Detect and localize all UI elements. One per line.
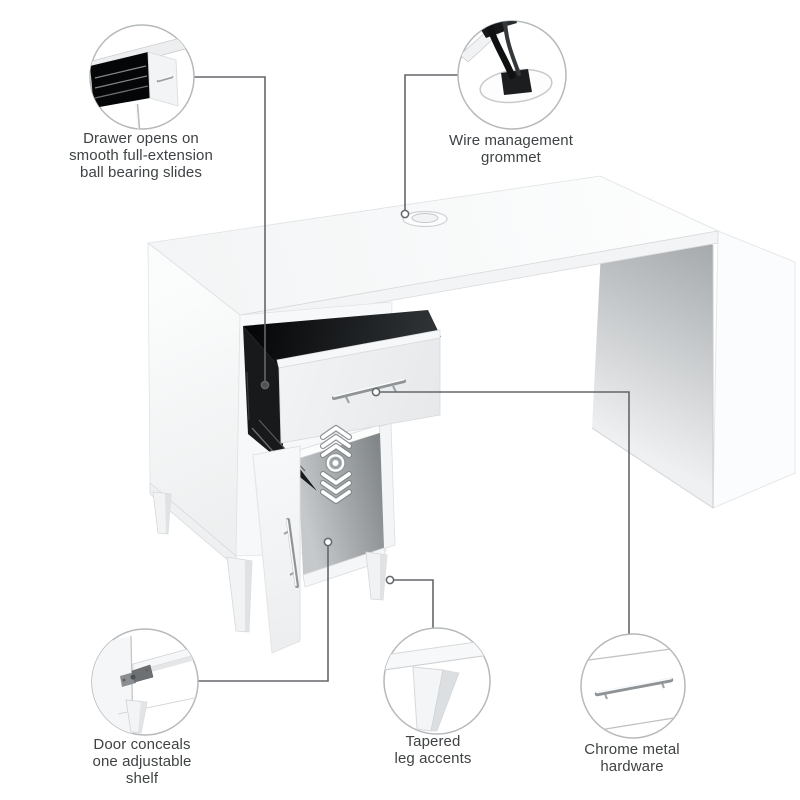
label-line: shelf: [125, 770, 159, 787]
wire-grommet: [402, 210, 448, 228]
tapered-leg-inset-icon: [384, 639, 490, 732]
adjustable-shelf-arrows-icon: [319, 424, 353, 505]
cabinet-door: [252, 445, 301, 654]
label-line: smooth full-extension: [69, 147, 213, 164]
connector-line-door-shelf: [198, 546, 329, 682]
label-line: Drawer opens on: [83, 130, 199, 147]
connector-line-tapered-legs: [394, 579, 434, 628]
callout-label-drawer-slides: Drawer opens on smooth full-extension ba…: [69, 130, 213, 181]
wire-grommet-inset-icon: [459, 21, 553, 104]
label-line: Door conceals: [93, 736, 191, 753]
tapered-leg-front: [226, 556, 253, 633]
connector-line-wire-grommet: [404, 74, 458, 210]
callout-label-tapered-legs: Tapered leg accents: [395, 733, 472, 767]
tapered-leg-cabinet-right: [365, 551, 388, 601]
right-side-panel: [591, 192, 796, 509]
label-line: hardware: [600, 758, 664, 775]
connector-marker-chrome-hardware: [371, 387, 381, 397]
connector-marker-tapered-legs: [385, 575, 395, 585]
label-line: Chrome metal: [584, 741, 680, 758]
callout-circle-drawer-slides: [89, 24, 195, 130]
callout-connectors: [194, 74, 630, 682]
callout-circle-door-shelf: [91, 628, 199, 736]
label-line: one adjustable: [92, 753, 192, 770]
connector-marker-door-shelf: [323, 537, 333, 547]
hinge-icon: [120, 664, 154, 687]
door-hinge-inset-icon: [92, 635, 198, 735]
connector-marker-drawer-slides: [260, 380, 270, 390]
drawer-handle: [332, 378, 406, 404]
drawer-front: [276, 329, 441, 444]
callout-circle-chrome-hardware: [580, 633, 686, 739]
label-line: Wire management: [448, 132, 574, 149]
label-line: ball bearing slides: [80, 164, 202, 181]
tapered-leg-back: [152, 491, 172, 535]
label-line: grommet: [481, 149, 541, 166]
chrome-handle-icon: [594, 677, 674, 700]
drawer-slides-inset-icon: [90, 33, 194, 129]
connector-line-chrome-hardware: [380, 391, 630, 634]
shelf-cavity: [295, 424, 388, 601]
callout-markers: [260, 209, 410, 585]
label-line: leg accents: [394, 750, 472, 767]
callout-label-wire-grommet: Wire management grommet: [449, 132, 573, 166]
callout-circle-wire-grommet: [457, 20, 567, 130]
door-handle: [283, 518, 299, 588]
callout-label-chrome-hardware: Chrome metal hardware: [584, 741, 679, 775]
connector-marker-wire-grommet: [400, 209, 410, 219]
callout-circle-tapered-legs: [383, 627, 491, 735]
label-line: Tapered: [405, 733, 461, 750]
connector-line-drawer-slides: [194, 76, 266, 381]
inset-tapered-leg: [125, 699, 148, 734]
callout-label-door-shelf: Door conceals one adjustable shelf: [93, 736, 192, 787]
